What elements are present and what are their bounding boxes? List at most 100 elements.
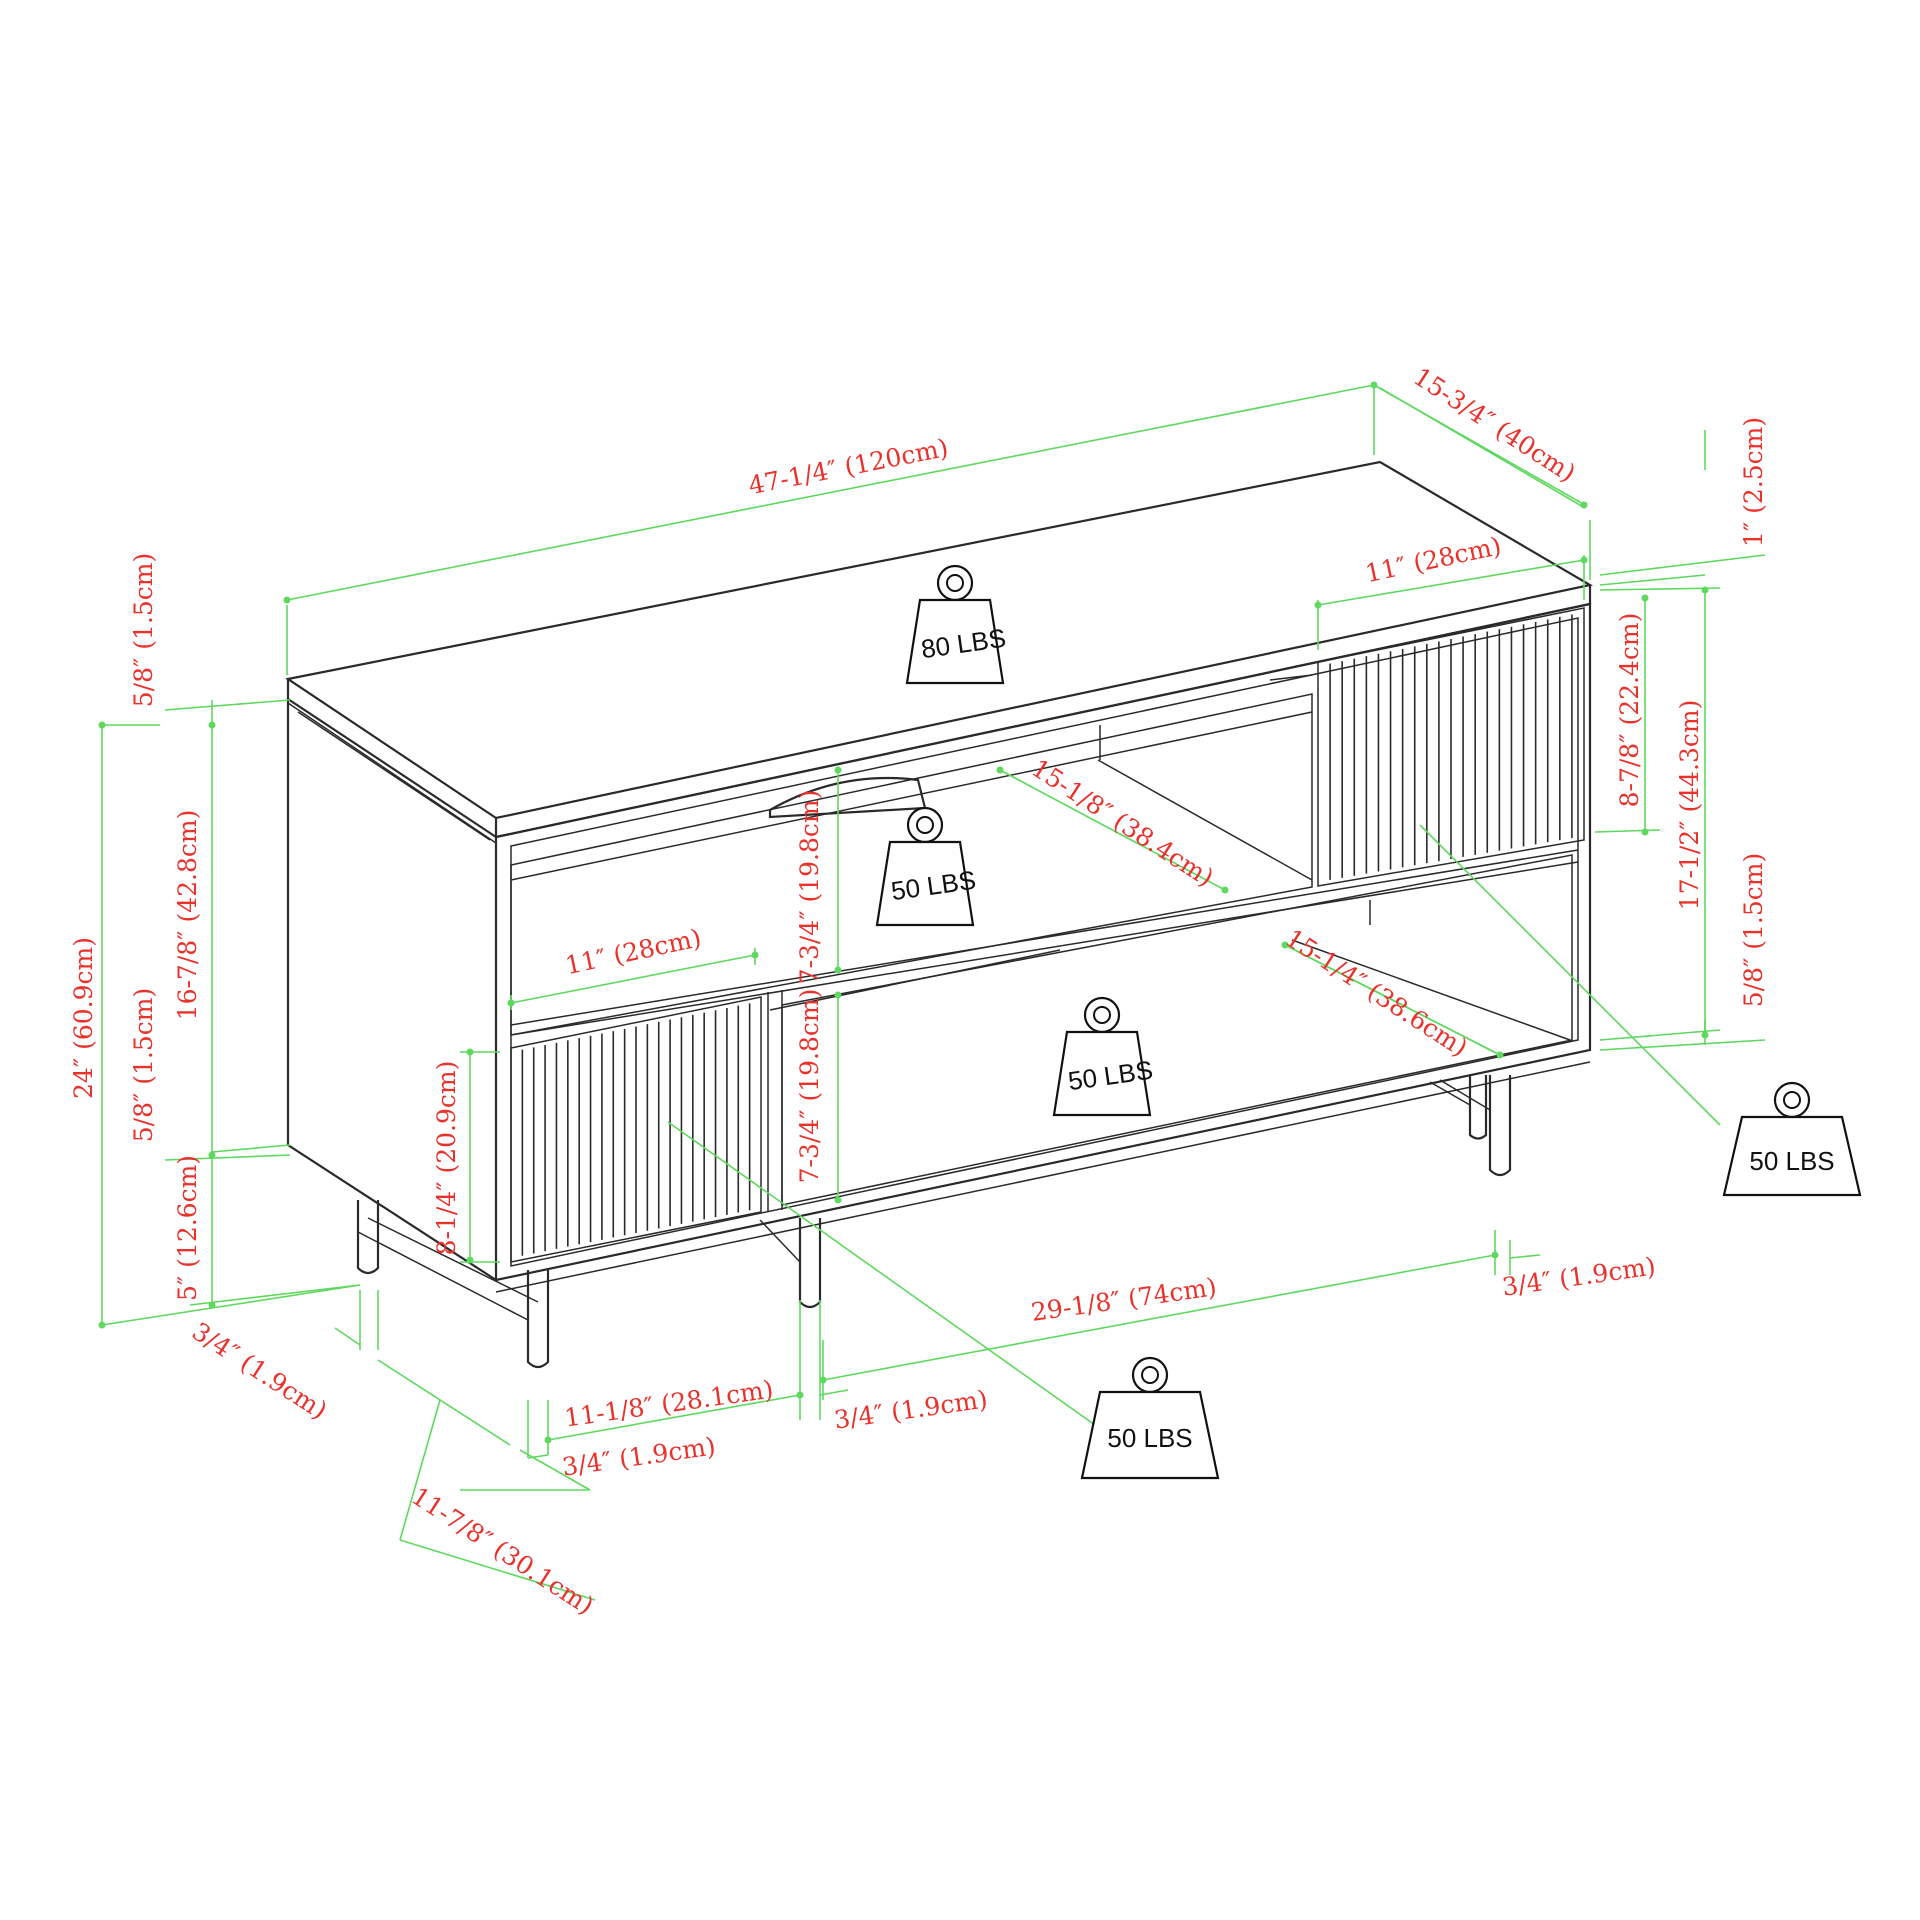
- dimension-arrowhead: [1370, 381, 1378, 389]
- leg-back-right: [1468, 1075, 1488, 1140]
- dimension-line: [1599, 587, 1721, 591]
- dimension-line: [334, 1327, 361, 1346]
- dim-leg-height: 5″ (12.6cm): [173, 1155, 202, 1301]
- dimension-line: [1594, 829, 1661, 833]
- dim-leg-right: 3/4″ (1.9cm): [1500, 1251, 1657, 1301]
- dim-leg-center-span: 11-1/8″ (28.1cm): [562, 1375, 775, 1433]
- legs: [356, 1075, 1512, 1369]
- dimension-arrowhead: [834, 1196, 842, 1204]
- dimension-line: [1599, 554, 1766, 576]
- dimension-line: [377, 1359, 511, 1446]
- dimension-arrowhead: [208, 1151, 216, 1159]
- dimension-arrowhead: [98, 721, 106, 729]
- right-door: [1317, 607, 1585, 887]
- dim-door-height-left: 8-1/4″ (20.9cm): [432, 1061, 461, 1256]
- dimension-arrowhead: [1314, 601, 1322, 609]
- dimension-line: [1599, 1029, 1721, 1041]
- left-door-flutes: [521, 1003, 751, 1256]
- dimension-line: [286, 384, 1375, 601]
- top-slab-left-edge: [286, 679, 497, 838]
- dim-overall-height: 24″ (60.9cm): [69, 937, 98, 1099]
- upper-drawer-front: [510, 693, 1313, 1036]
- dim-lower-drawer-height: 7-3/4″ (19.8cm): [795, 989, 824, 1184]
- dim-upper-drawer-height: 7-3/4″ (19.8cm): [795, 790, 824, 985]
- dim-mid-shelf-left: 5/8″ (1.5cm): [129, 988, 158, 1143]
- dimension-line: [510, 954, 756, 1004]
- dimension-arrowhead: [1580, 556, 1588, 564]
- dim-overall-depth: 15-3/4″ (40cm): [1408, 362, 1580, 488]
- dimension-arrowhead: [796, 1391, 804, 1399]
- dimension-line: [1373, 384, 1586, 506]
- weight-right-door-label: 50 LBS: [1749, 1146, 1834, 1176]
- dimension-arrowhead: [1221, 886, 1229, 894]
- dimension-arrowhead: [208, 1301, 216, 1309]
- dimension-line: [999, 769, 1226, 891]
- dimension-arrowhead: [834, 991, 842, 999]
- dimension-arrowhead: [1496, 1051, 1504, 1059]
- left-door: [510, 996, 762, 1263]
- dimension-line: [822, 1254, 1496, 1381]
- dimension-arrowhead: [507, 999, 515, 1007]
- leg-front-left: [526, 1270, 550, 1369]
- dim-inner-height-right: 17-1/2″ (44.3cm): [1675, 700, 1704, 911]
- dimension-arrowhead: [819, 1376, 827, 1384]
- lower-drawer-front: [781, 854, 1573, 1206]
- dimension-line: [527, 1454, 549, 1459]
- dimension-arrowhead: [98, 1321, 106, 1329]
- top-slab-front-edge: [494, 585, 1592, 839]
- dim-door-width-right: 11″ (28cm): [1363, 531, 1504, 588]
- weight-icon-right-door: 50 LBS: [1722, 1081, 1862, 1197]
- dimension-arrowhead: [208, 721, 216, 729]
- dimension-arrowhead: [996, 766, 1004, 774]
- dimension-line: [164, 1154, 291, 1161]
- furniture-outline: [285, 460, 1594, 1369]
- right-door-flutes: [1329, 614, 1573, 880]
- dimension-line: [667, 1121, 1096, 1426]
- leg-front-right: [1488, 1075, 1512, 1177]
- weight-icon-upper-drawer: 50 LBS: [875, 806, 978, 927]
- dim-lower-open-depth: 15-1/4″ (38.6cm): [1280, 923, 1472, 1062]
- dimension-arrowhead: [544, 1436, 552, 1444]
- dimension-line: [399, 1399, 441, 1541]
- dimension-arrowhead: [1641, 828, 1649, 836]
- dimension-arrowhead: [834, 966, 842, 974]
- dim-door-height-right: 8-7/8″ (22.4cm): [1615, 613, 1644, 808]
- dim-top-thickness-right: 1″ (2.5cm): [1739, 417, 1768, 547]
- leg-front-center: [798, 1218, 822, 1309]
- dimension-line: [1509, 1254, 1541, 1259]
- dim-leg-span: 29-1/8″ (74cm): [1029, 1272, 1218, 1327]
- dimension-line: [399, 1539, 596, 1601]
- dimension-line: [1284, 944, 1501, 1056]
- weight-icon-top: 80 LBS: [905, 564, 1008, 685]
- dimension-line: [1317, 559, 1585, 606]
- dimension-arrowhead: [283, 596, 291, 604]
- dimension-line: [547, 1394, 801, 1441]
- left-side-panel: [286, 699, 497, 1281]
- dimension-line: [519, 1449, 591, 1491]
- dimension-arrowhead: [1701, 1031, 1709, 1039]
- dimension-line: [1599, 1039, 1766, 1051]
- middle-shelf: [510, 849, 1579, 1026]
- dim-overall-width: 47-1/4″ (120cm): [746, 433, 951, 500]
- dimension-arrowhead: [1281, 941, 1289, 949]
- dimension-line: [1419, 824, 1721, 1126]
- dimension-arrowhead: [1580, 501, 1588, 509]
- dimension-arrowhead: [466, 1256, 474, 1264]
- dim-inner-height-left: 16-7/8″ (42.8cm): [173, 810, 202, 1021]
- weight-icon-lower-drawer: 50 LBS: [1052, 996, 1155, 1117]
- dimension-arrowhead: [834, 766, 842, 774]
- dim-leg-center: 3/4″ (1.9cm): [832, 1384, 989, 1434]
- dimension-line: [1599, 574, 1706, 586]
- upper-drawer-handle: [768, 776, 927, 819]
- leg-back-left: [356, 1200, 380, 1275]
- dim-leg-left-side: 3/4″ (1.9cm): [187, 1317, 332, 1425]
- dimension-line: [819, 1389, 849, 1396]
- dimension-arrowhead: [1491, 1251, 1499, 1259]
- dim-shelf-right: 5/8″ (1.5cm): [1739, 853, 1768, 1008]
- dim-upper-drawer-width: 11″ (28cm): [563, 923, 704, 980]
- dimension-arrowhead: [1701, 586, 1709, 594]
- dimension-arrowhead: [1641, 594, 1649, 602]
- dim-leg-front-left: 3/4″ (1.9cm): [560, 1431, 717, 1481]
- dimension-line: [189, 1284, 361, 1306]
